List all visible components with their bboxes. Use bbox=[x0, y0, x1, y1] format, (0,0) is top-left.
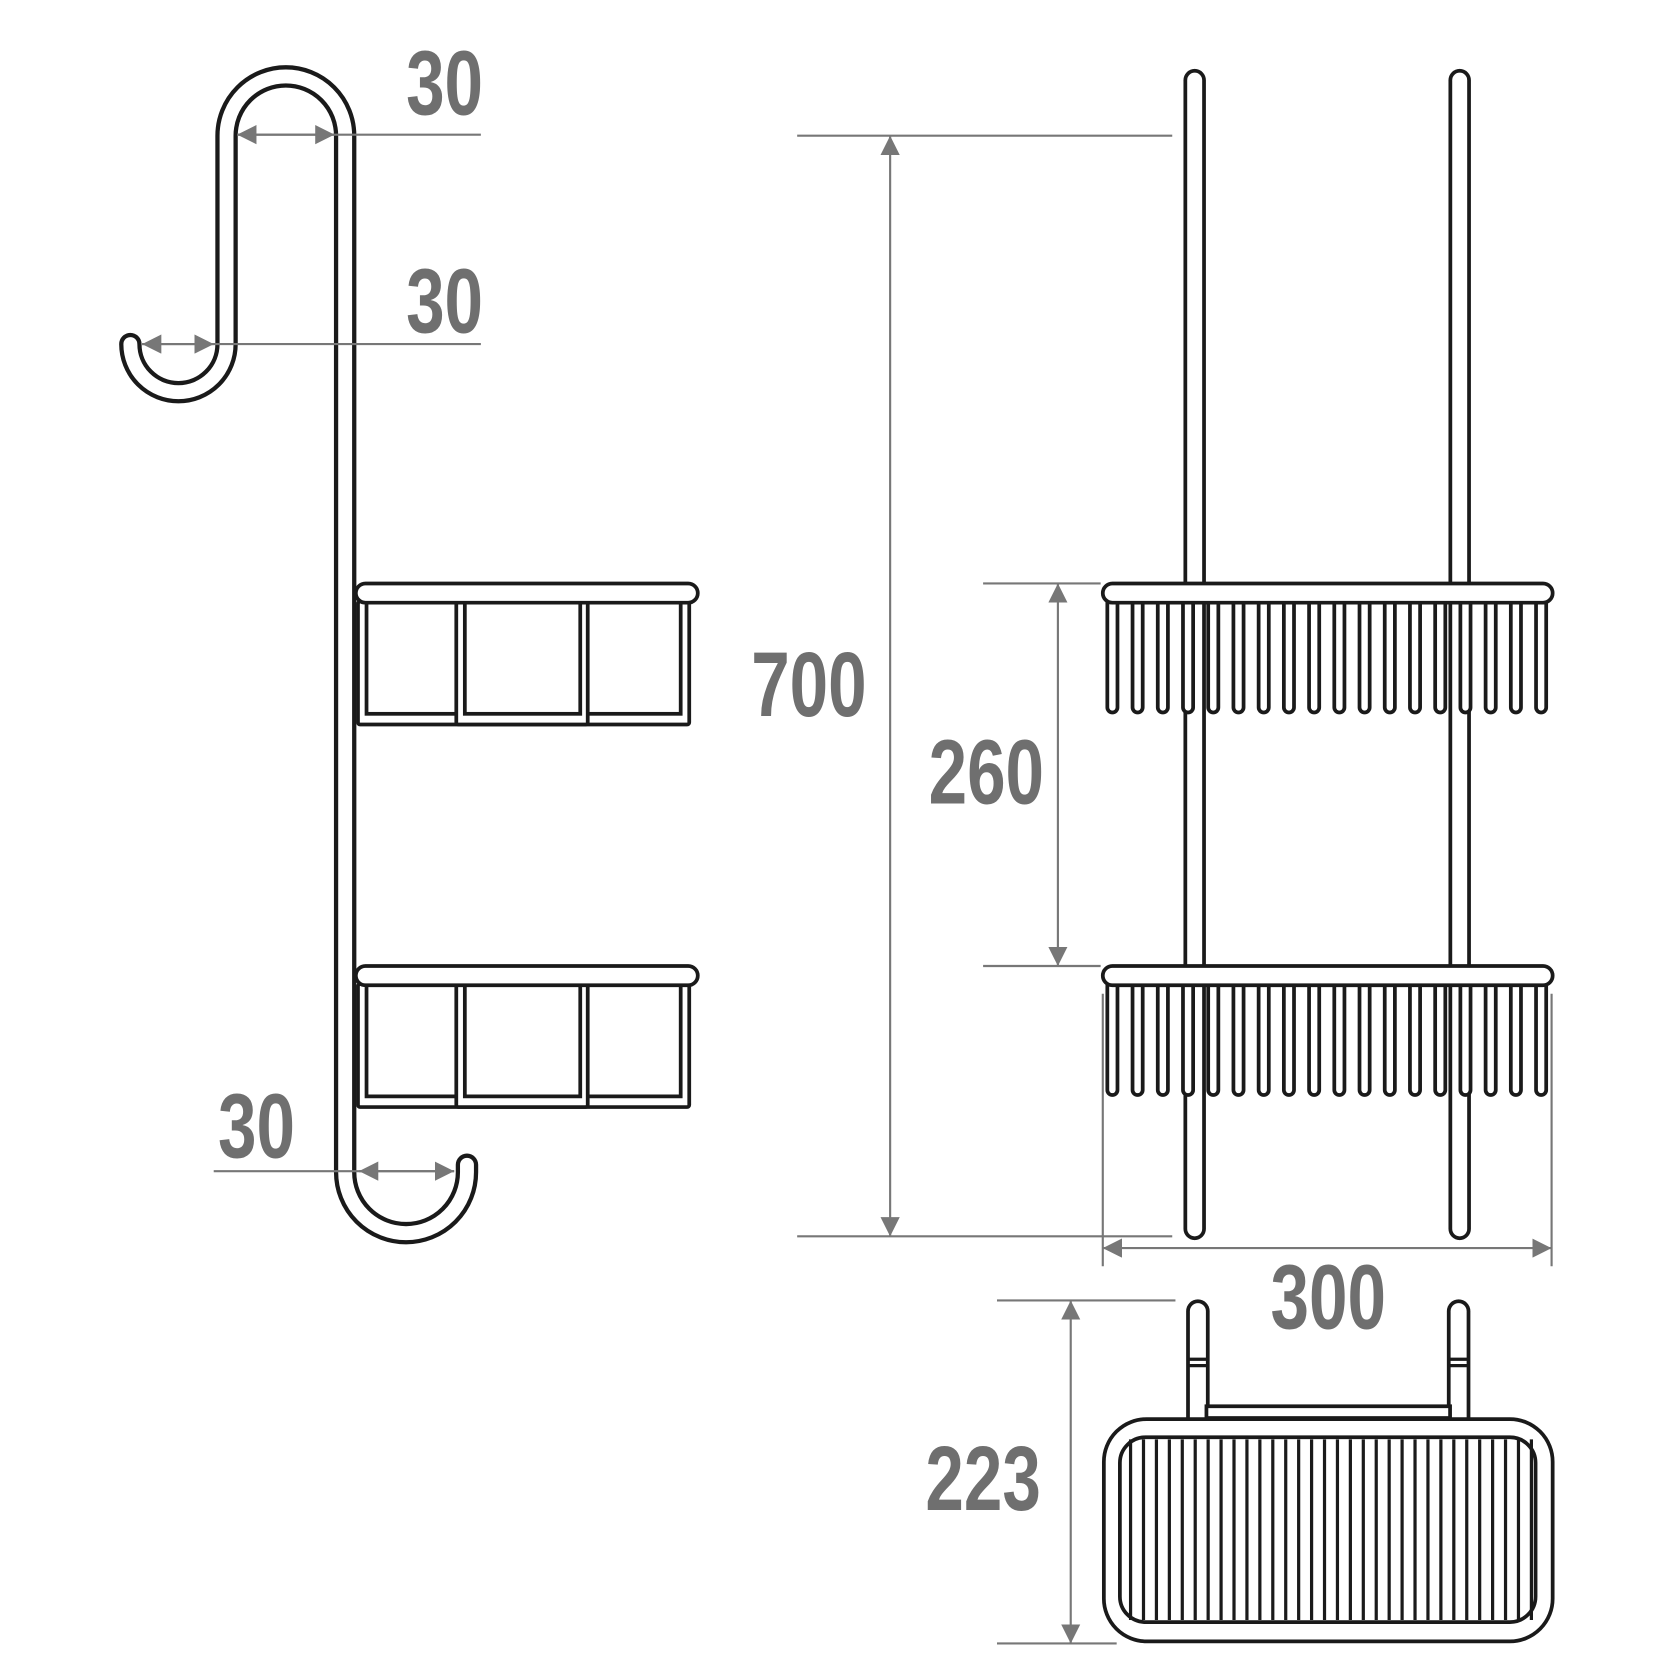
dimension-label: 700 bbox=[751, 634, 866, 736]
dimension-label: 30 bbox=[406, 250, 483, 352]
shelf-rim bbox=[1100, 964, 1555, 988]
dimension-shelf-spacing: 260 bbox=[929, 582, 1101, 968]
dimension-hook-bottom: 30 bbox=[213, 1075, 455, 1181]
side-shelf bbox=[353, 581, 700, 727]
shelf-rim bbox=[353, 581, 700, 605]
dimension-hook-top: 30 bbox=[237, 32, 483, 145]
dimension-depth: 223 bbox=[925, 1299, 1176, 1645]
side-view bbox=[119, 65, 700, 1245]
dimension-total-height: 700 bbox=[751, 134, 1173, 1238]
dimension-label: 30 bbox=[406, 32, 483, 134]
dimension-hook-upper: 30 bbox=[142, 250, 483, 354]
shelf-divider-inner bbox=[462, 982, 583, 1099]
shelf-divider-inner bbox=[462, 599, 583, 716]
cross-bar bbox=[1204, 1404, 1452, 1420]
dimension-label: 260 bbox=[929, 722, 1044, 824]
front-shelf bbox=[1100, 581, 1555, 715]
shelf-rim bbox=[1100, 581, 1555, 605]
dimension-label: 30 bbox=[218, 1075, 295, 1177]
dimension-width: 300 bbox=[1101, 993, 1553, 1348]
shelf-rim bbox=[353, 964, 700, 988]
front-view bbox=[1100, 68, 1555, 1241]
front-shelf bbox=[1100, 964, 1555, 1097]
dimension-label: 223 bbox=[925, 1428, 1040, 1530]
tray-slats bbox=[1128, 1439, 1533, 1620]
top-view bbox=[1101, 1299, 1555, 1644]
dimension-label: 300 bbox=[1271, 1246, 1386, 1348]
side-shelf bbox=[353, 964, 700, 1109]
tray-inner bbox=[1118, 1435, 1538, 1624]
